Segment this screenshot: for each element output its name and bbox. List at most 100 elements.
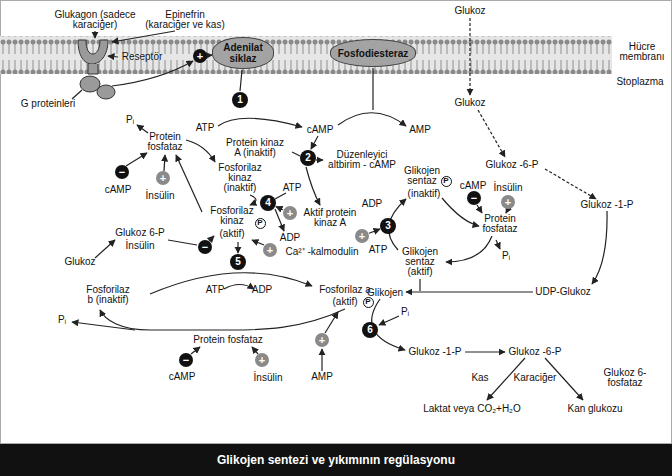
node-text: P <box>365 298 370 306</box>
phosphate-mark: P <box>441 176 452 187</box>
text-label: cAMP <box>460 181 487 191</box>
text-label: Glikojen sentaz (aktif) <box>396 247 444 277</box>
text-label: İnsülin <box>254 373 283 383</box>
node-text: − <box>202 242 208 253</box>
node-text: + <box>359 231 365 242</box>
text-label: Kas <box>471 373 488 383</box>
arrow <box>252 347 258 354</box>
text-label: Pᵢ <box>126 115 134 125</box>
arrow <box>306 167 320 205</box>
text-label: Glikojen sentaz <box>400 166 444 186</box>
inhibition-sign: − <box>198 240 212 254</box>
text-label: ATP <box>206 285 225 295</box>
text-label: Glukoz -1-P <box>581 200 634 210</box>
activation-sign: + <box>501 195 515 209</box>
arrow <box>112 31 175 42</box>
text-label: Protein fosfataz <box>140 132 190 152</box>
step-number: 2 <box>300 150 316 166</box>
receptor-shape <box>78 40 108 64</box>
arrow <box>95 240 115 258</box>
arrow <box>506 209 508 213</box>
node-text: 1 <box>237 95 243 105</box>
text-label: ADP <box>280 233 301 243</box>
text-label: ADP <box>362 199 383 209</box>
arrow <box>496 240 500 249</box>
text-label: cAMP <box>169 372 196 382</box>
receptor-stem <box>88 64 98 74</box>
line <box>240 70 242 91</box>
text-label: Glukagon (sadece karaciğer) <box>51 10 139 30</box>
text-label: ATP <box>369 245 388 255</box>
arrow <box>137 125 148 133</box>
arrow <box>112 61 193 86</box>
arrow <box>321 349 322 371</box>
phosphate-mark: P <box>255 218 266 229</box>
arrow <box>100 309 345 330</box>
arrow <box>72 322 135 330</box>
text-label: Pᵢ <box>401 307 409 317</box>
arrow <box>446 236 492 262</box>
text-label: Epinefrin (karaciğer ve kas) <box>140 10 230 30</box>
text-label: Glukoz <box>454 98 485 108</box>
arrow <box>94 31 95 38</box>
caption-text: Glikojen sentezi ve yıkımının regülasyon… <box>217 453 455 467</box>
inhibition-sign: − <box>115 165 129 179</box>
arrow <box>379 316 399 325</box>
arrow <box>372 299 405 350</box>
enzyme-blob: Fosfodiesteraz <box>330 39 416 67</box>
text-label: İnsülin <box>126 241 155 251</box>
text-label: Glukoz -6-P <box>486 160 539 170</box>
line <box>275 193 286 199</box>
cell-membrane <box>0 36 612 74</box>
arrow <box>545 169 596 199</box>
activation-sign: + <box>355 229 369 243</box>
arrow <box>191 347 200 354</box>
activation-sign: + <box>283 206 297 220</box>
text-label: İnsülin <box>494 183 523 193</box>
text-label: ATP <box>283 183 302 193</box>
activation-sign: + <box>315 333 329 347</box>
node-text: 6 <box>367 325 373 335</box>
node-text: + <box>267 245 273 256</box>
node-text: 2 <box>305 153 311 163</box>
node-text: + <box>160 173 166 184</box>
text-label: Glukoz -1-P <box>409 347 462 357</box>
node-text: + <box>287 208 293 219</box>
text-label: (inaktif) <box>408 189 441 199</box>
text-label: ATP <box>196 123 215 133</box>
text-label: Glukoz 6-P <box>115 228 164 238</box>
inhibition-sign: − <box>467 191 481 205</box>
activation-sign: + <box>193 49 207 63</box>
text-label: Aktif protein kinaz A <box>295 208 365 228</box>
text-label: Reseptör <box>122 52 163 62</box>
arrow <box>252 240 264 245</box>
node-text: P <box>443 177 448 185</box>
text-label: Fosforilaz b (inaktif) <box>73 285 143 305</box>
text-label: G proteinleri <box>21 99 75 109</box>
node-text: + <box>259 355 265 366</box>
arrow <box>478 110 505 157</box>
text-label: Ca²⁺ -kalmodulin <box>285 247 358 257</box>
arrow <box>164 155 165 171</box>
text-label: Protein fosfataz <box>193 335 262 345</box>
line <box>372 68 373 110</box>
node-text: 3 <box>385 221 391 231</box>
step-number: 6 <box>362 322 378 338</box>
node-text: Adenilat siklaz <box>219 42 267 64</box>
node-text: + <box>197 51 203 62</box>
text-label: Laktat veya CO₂+H₂O <box>423 404 521 414</box>
caption-bar <box>0 444 672 476</box>
caption-band: Glikojen sentezi ve yıkımının regülasyon… <box>0 444 672 476</box>
node-text: 4 <box>265 198 271 208</box>
node-text: 5 <box>235 257 241 267</box>
arrow <box>338 113 406 126</box>
node-text: + <box>319 335 325 346</box>
activation-sign: + <box>255 353 269 367</box>
arrow <box>224 285 254 290</box>
text-label: cAMP <box>105 185 132 195</box>
text-label: Pᵢ <box>58 315 66 325</box>
text-label: AMP <box>311 372 333 382</box>
arrow <box>325 312 338 333</box>
activation-sign: + <box>263 243 277 257</box>
line <box>292 152 300 156</box>
